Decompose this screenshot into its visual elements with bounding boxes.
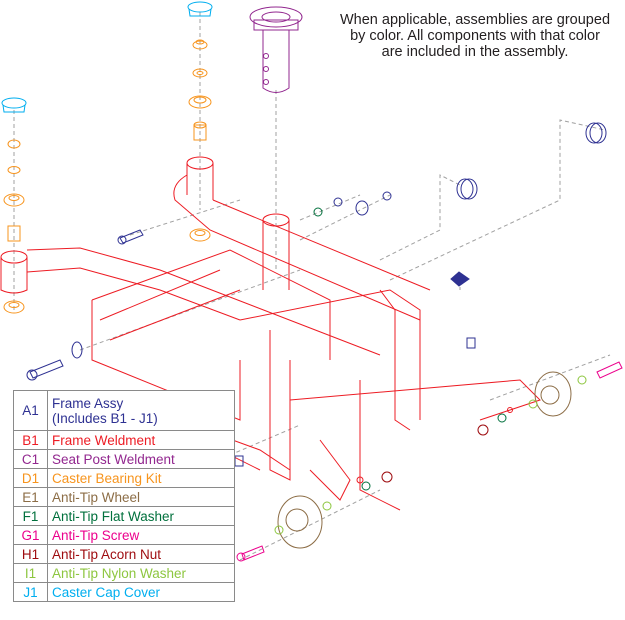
part-description: Anti-Tip Nylon Washer <box>47 563 235 583</box>
hardware-a1 <box>26 122 607 467</box>
part-description: Frame Weldment <box>47 430 235 450</box>
part-description: Caster Cap Cover <box>47 582 235 602</box>
part-code: F1 <box>13 506 48 526</box>
anti-tip-screws-g1 <box>236 361 623 562</box>
part-description: Anti-Tip Acorn Nut <box>47 544 235 564</box>
anti-tip-wheels-e1 <box>277 371 572 549</box>
part-code: J1 <box>13 582 48 602</box>
caster-bearing-kit-d1 <box>3 39 212 314</box>
part-description: Caster Bearing Kit <box>47 468 235 488</box>
part-code: D1 <box>13 468 48 488</box>
part-code: C1 <box>13 449 48 469</box>
part-code: E1 <box>13 487 48 507</box>
part-description: Frame Assy (Includes B1 - J1) <box>47 390 235 431</box>
anti-tip-nylon-washers-i1 <box>274 375 587 535</box>
anti-tip-flat-washers-f1 <box>313 207 507 491</box>
anti-tip-acorn-nuts-h1 <box>381 424 489 483</box>
part-code: H1 <box>13 544 48 564</box>
frame-weldment-b1 <box>0 156 541 511</box>
leader-lines <box>13 12 611 561</box>
part-description: Anti-Tip Screw <box>47 525 235 545</box>
part-code: A1 <box>13 390 48 431</box>
part-code: G1 <box>13 525 48 545</box>
part-code: B1 <box>13 430 48 450</box>
part-description: Anti-Tip Wheel <box>47 487 235 507</box>
part-description: Seat Post Weldment <box>47 449 235 469</box>
seat-post-weldment-c1 <box>249 6 303 93</box>
part-description: Anti-Tip Flat Washer <box>47 506 235 526</box>
part-code: I1 <box>13 563 48 583</box>
assembly-color-note: When applicable, assemblies are grouped … <box>339 12 611 60</box>
caster-cap-cover-j1 <box>1 1 213 113</box>
